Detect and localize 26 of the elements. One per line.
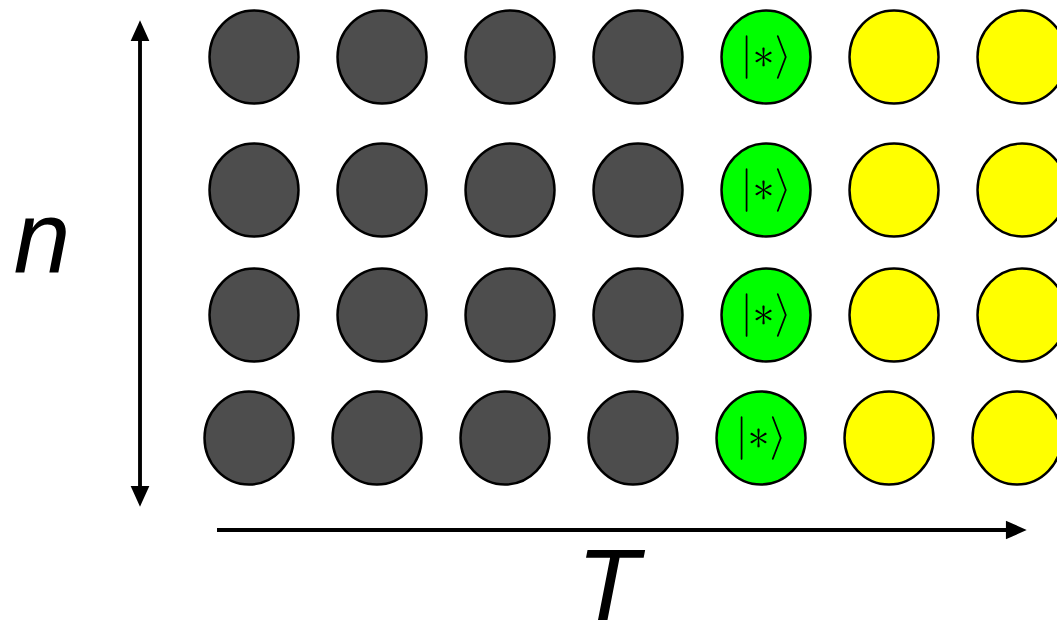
circle bbox=[848, 267, 940, 363]
circle bbox=[464, 9, 556, 105]
circle bbox=[848, 142, 940, 238]
circle bbox=[971, 390, 1057, 486]
circle bbox=[848, 9, 940, 105]
circle bbox=[976, 142, 1057, 238]
circle bbox=[592, 142, 684, 238]
circle bbox=[208, 267, 300, 363]
circle bbox=[203, 390, 295, 486]
axis-label: n bbox=[15, 217, 66, 273]
circle bbox=[336, 142, 428, 238]
circle bbox=[592, 267, 684, 363]
circle bbox=[843, 390, 935, 486]
circle bbox=[587, 390, 679, 486]
axis-label: T bbox=[586, 549, 646, 621]
circle bbox=[336, 267, 428, 363]
circle bbox=[976, 267, 1057, 363]
circle bbox=[459, 390, 551, 486]
circle bbox=[976, 9, 1057, 105]
circle bbox=[208, 142, 300, 238]
circle bbox=[464, 142, 556, 238]
circle bbox=[331, 390, 423, 486]
circle bbox=[592, 9, 684, 105]
circle bbox=[208, 9, 300, 105]
circle bbox=[464, 267, 556, 363]
circle bbox=[336, 9, 428, 105]
